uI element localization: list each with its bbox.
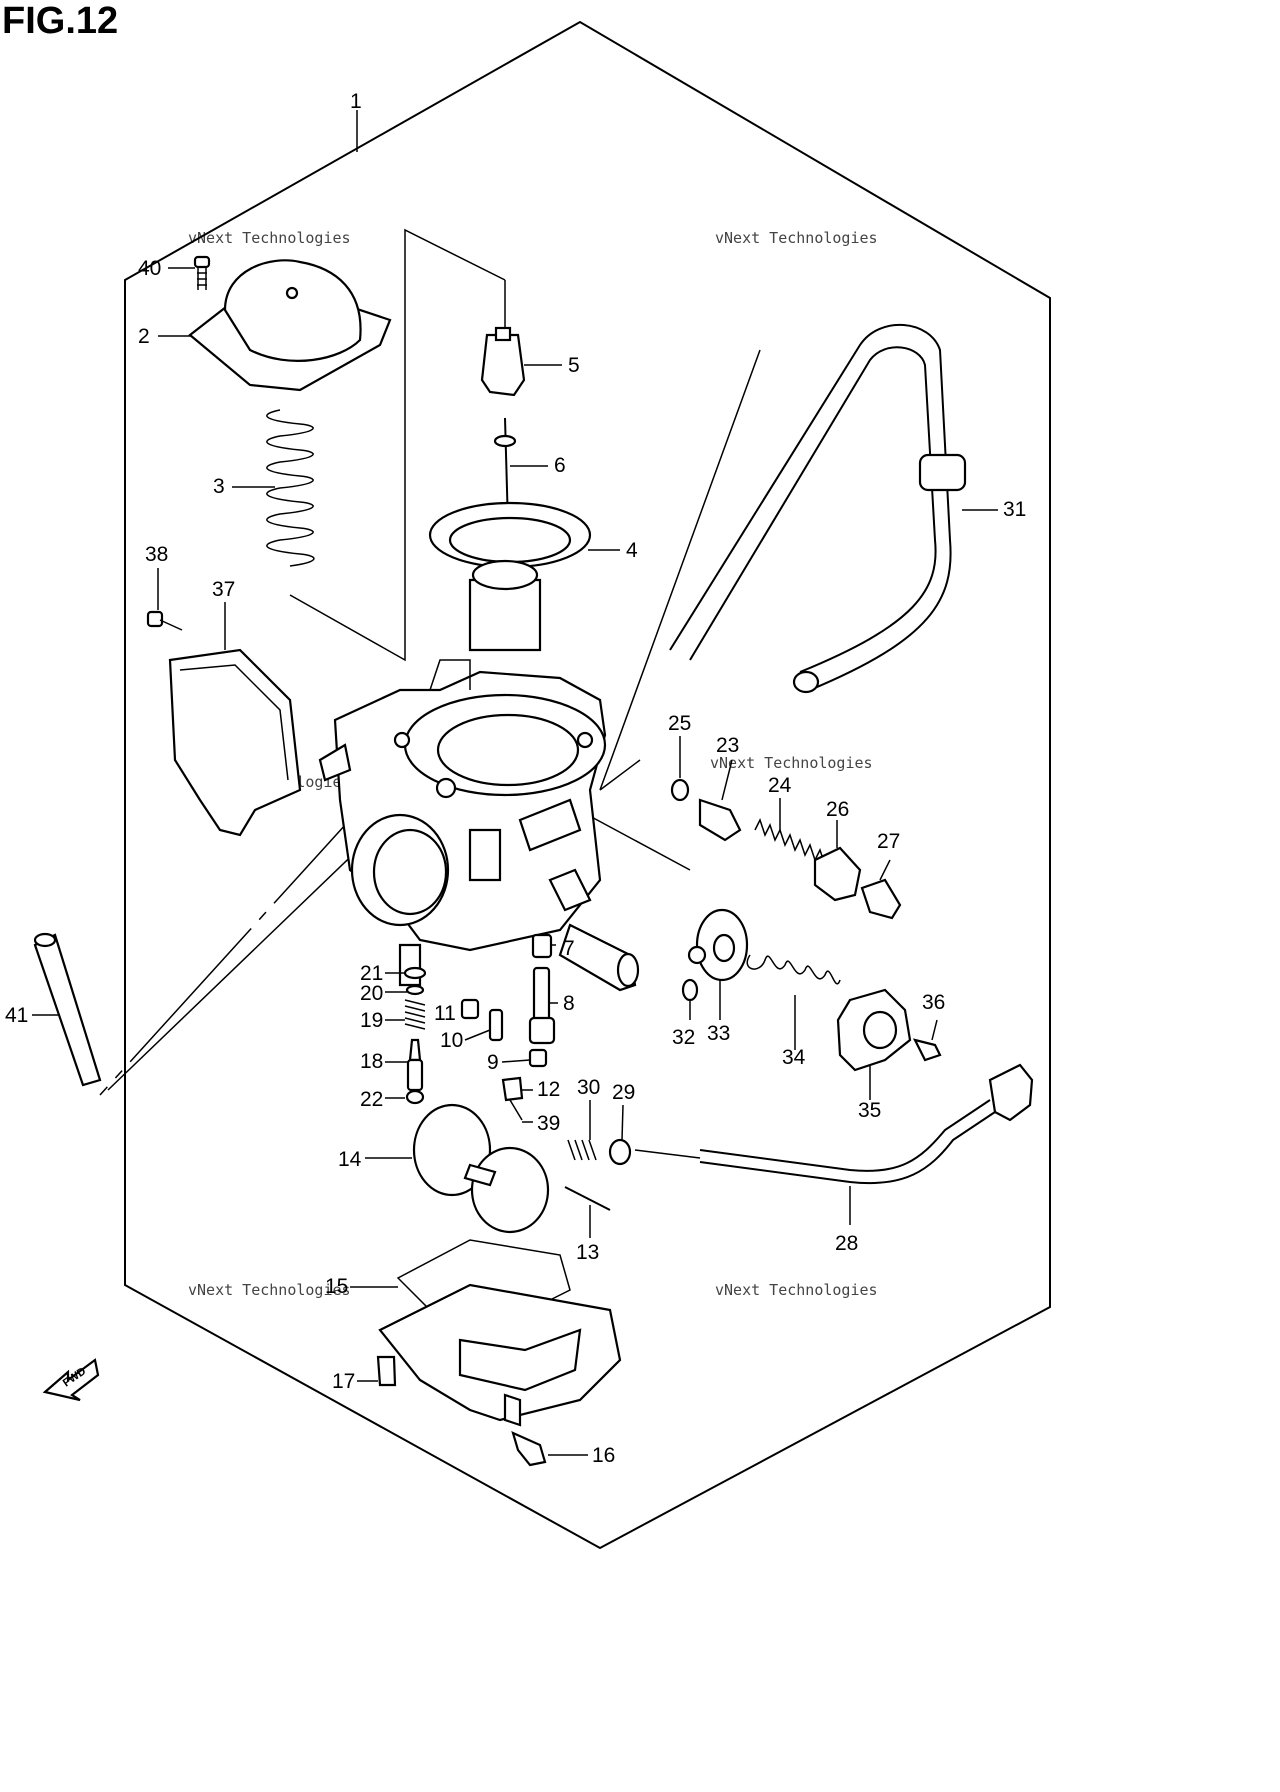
callout-40: 40 [138, 257, 161, 280]
callout-31: 31 [1003, 498, 1026, 521]
part-26-plug [813, 820, 862, 902]
callout-32: 32 [672, 1026, 695, 1049]
part-40-screw [193, 255, 211, 290]
callout-41: 41 [5, 1004, 28, 1027]
part-30-spring [567, 1139, 597, 1161]
callout-34: 34 [782, 1046, 806, 1069]
part-35-cover [836, 988, 912, 1100]
callout-38: 38 [145, 543, 168, 566]
callout-10: 10 [440, 1029, 463, 1052]
part-32-o-ring [681, 978, 699, 1020]
part-2-cover [188, 259, 392, 392]
callout-8: 8 [563, 992, 575, 1015]
callout-27: 27 [877, 830, 900, 853]
callout-37: 37 [212, 578, 235, 601]
callout-11: 11 [434, 1002, 456, 1025]
part-17-screw [376, 1355, 397, 1387]
part-25-o-ring [670, 778, 690, 802]
callout-20: 20 [360, 982, 383, 1005]
callout-14: 14 [338, 1148, 362, 1171]
part-13-float-pin [564, 1186, 611, 1211]
callout-22: 22 [360, 1088, 383, 1111]
callout-4: 4 [626, 539, 638, 562]
float-bowl [378, 1283, 622, 1427]
callout-23: 23 [716, 734, 739, 757]
callout-26: 26 [826, 798, 849, 821]
part-20-washer [405, 984, 425, 996]
part-38-screw [146, 610, 183, 631]
part-21-o-ring [403, 966, 427, 980]
callout-18: 18 [360, 1050, 383, 1073]
callout-9: 9 [487, 1051, 499, 1074]
callouts: 1 40 2 3 5 6 4 31 38 37 25 23 24 26 27 7… [5, 90, 1026, 1467]
callout-33: 33 [707, 1022, 730, 1045]
part-19-spring [404, 999, 426, 1030]
part-28-starter-cable [634, 1063, 1034, 1225]
callout-36: 36 [922, 991, 945, 1014]
part-23-pilot-screw [698, 759, 742, 842]
part-14-float [412, 1103, 550, 1234]
figure-title: FIG.12 [2, 0, 119, 42]
part-34-spring [746, 954, 841, 1050]
fwd-arrow-icon: FWD [42, 1358, 100, 1402]
callout-19: 19 [360, 1009, 383, 1032]
carburetor-body [318, 659, 640, 992]
watermark-text: vNext Technologies [715, 1281, 878, 1299]
callout-28: 28 [835, 1232, 858, 1255]
part-22-o-ring [405, 1089, 425, 1105]
part-18-screw [406, 1038, 424, 1092]
part-29-washer [608, 1138, 632, 1166]
callout-15: 15 [325, 1275, 348, 1298]
callout-24: 24 [768, 774, 792, 797]
callout-13: 13 [576, 1241, 599, 1264]
part-33-diaphragm [687, 908, 749, 1020]
callout-17: 17 [332, 1370, 355, 1393]
part-11-plug [460, 998, 480, 1020]
part-12-39-starter [501, 1076, 524, 1121]
watermark-text: vNext Technologies [188, 229, 351, 247]
callout-25: 25 [668, 712, 691, 735]
callout-35: 35 [858, 1099, 881, 1122]
callout-29: 29 [612, 1081, 635, 1104]
part-8-needle-jet [528, 966, 556, 1045]
watermark-text: vNext Technologies [188, 1281, 351, 1299]
callout-1: 1 [350, 90, 362, 113]
callout-6: 6 [554, 454, 566, 477]
part-16-screw [511, 1431, 547, 1467]
part-9-main-jet [528, 1048, 548, 1068]
part-36-screw [912, 1019, 942, 1062]
callout-7: 7 [563, 937, 575, 960]
callout-2: 2 [138, 325, 150, 348]
part-41-overflow-tube [33, 932, 102, 1087]
callout-12: 12 [537, 1078, 560, 1101]
part-24-spring [754, 818, 826, 866]
part-37-throttle-cover [168, 648, 302, 837]
callout-30: 30 [577, 1076, 600, 1099]
part-3-spring [266, 409, 315, 567]
callout-3: 3 [213, 475, 225, 498]
callout-21: 21 [360, 962, 383, 985]
watermark-text: vNext Technologies [715, 229, 878, 247]
part-7-jet [531, 933, 556, 959]
part-10-pilot-jet [488, 1008, 504, 1042]
part-4-diaphragm-piston [428, 501, 592, 652]
part-31-vent-hose [669, 323, 967, 694]
watermark-text: vNext Technologies [710, 754, 873, 772]
callout-39: 39 [537, 1112, 560, 1135]
callout-16: 16 [592, 1444, 615, 1467]
callout-5: 5 [568, 354, 580, 377]
part-27-cap [860, 859, 902, 920]
assembly-frame [124, 20, 1051, 1550]
part-5-needle-clip [480, 326, 526, 397]
